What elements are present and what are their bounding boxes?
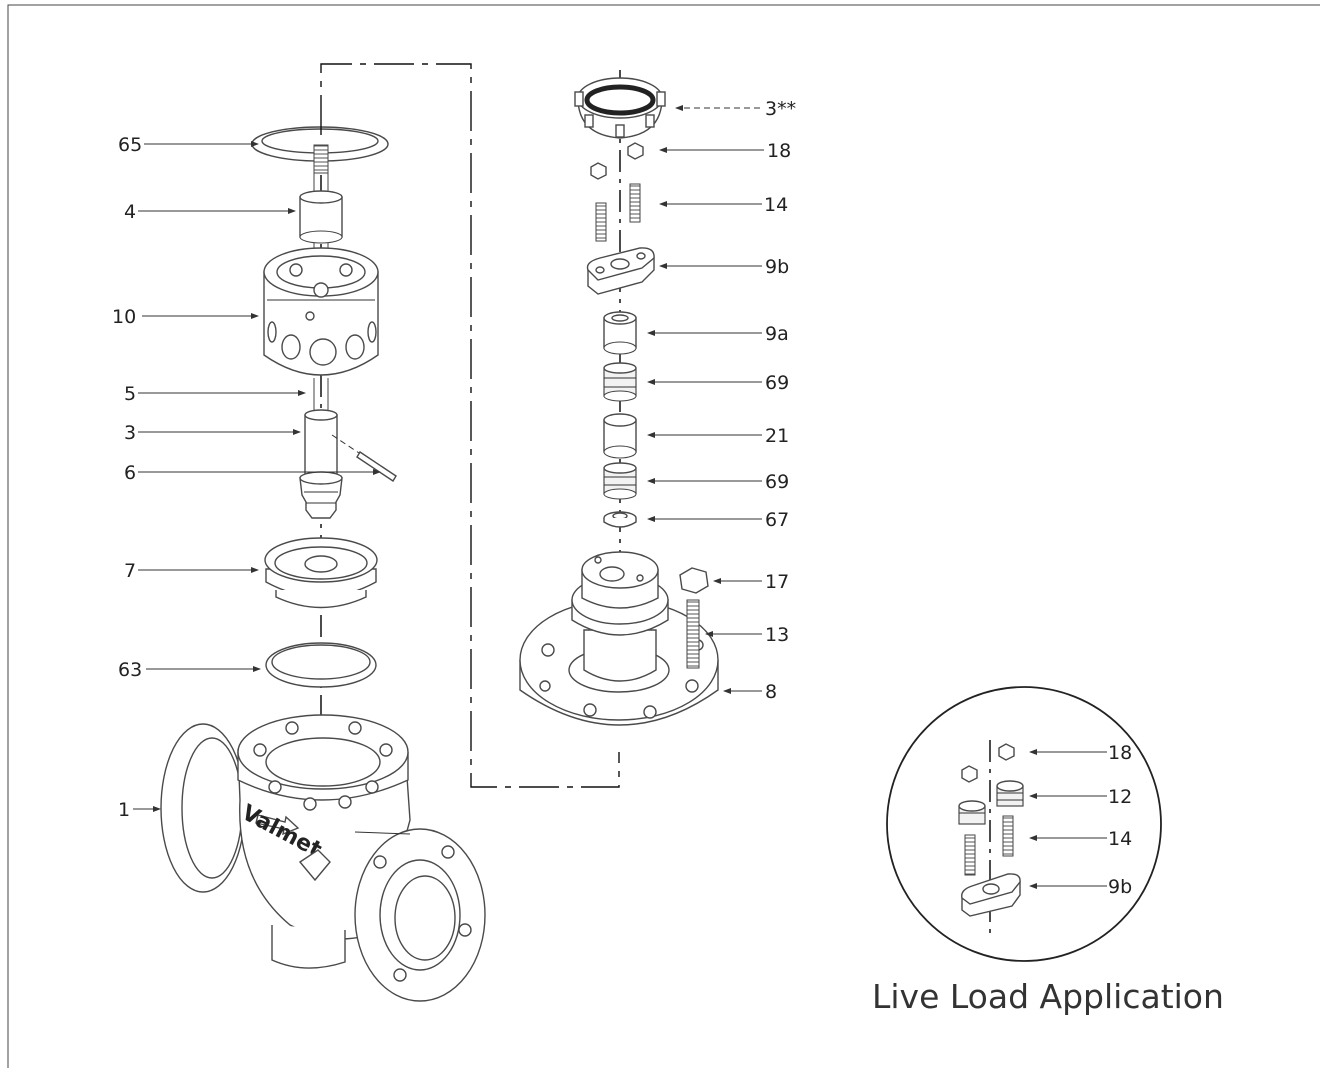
part-14-spring-left [595,202,607,242]
right-assembly [519,70,719,726]
part-9b-gland-flange [586,247,655,295]
part-17-nut [679,567,709,594]
inset-label-9b: 9b [1108,876,1132,898]
inset-part-12-left [958,800,986,825]
part-6-pin [331,434,397,482]
part-21-spacer [603,413,637,459]
label-10: 10 [112,306,136,328]
inset-circle [886,686,1162,962]
left-assembly: Valmet [160,126,486,1002]
label-21: 21 [765,425,789,447]
label-63: 63 [118,659,142,681]
label-9a: 9a [765,323,789,345]
label-18: 18 [767,140,791,162]
inset-nut-right [998,743,1015,761]
part-18-nut-right [627,142,644,160]
label-3-double-star: 3** [765,98,796,120]
label-17: 17 [765,571,789,593]
part-14-spring-right [629,183,641,223]
part-65-ring [251,126,389,162]
right-callouts: 3** 18 14 9b 9a 69 21 69 67 17 13 8 [647,98,796,703]
brand-mark [298,849,331,882]
label-8: 8 [765,681,777,703]
label-6: 6 [124,462,136,484]
label-67: 67 [765,509,789,531]
label-69-upper: 69 [765,372,789,394]
label-13: 13 [765,624,789,646]
part-4-sleeve [299,190,343,244]
inset-nut-left [961,765,978,783]
part-69-packing-lower [603,462,637,500]
stem-thread [313,144,329,174]
inset-caption: Live Load Application [872,977,1224,1016]
live-load-inset: 18 12 14 9b Live Load Application [872,686,1224,1016]
inset-part-12-right [996,780,1024,807]
part-69-packing-upper [603,362,637,402]
left-callouts: 65 4 10 5 3 6 7 63 1 [112,134,381,821]
inset-spring-right [1002,815,1014,857]
part-18-nut-left [590,162,607,180]
inset-part-9b [961,873,1021,917]
part-10-cage [263,247,379,376]
inset-label-18: 18 [1108,742,1132,764]
part-13-stud [686,599,700,669]
part-63-gasket [265,642,377,688]
label-65: 65 [118,134,142,156]
label-1: 1 [118,799,130,821]
label-4: 4 [124,201,136,223]
inset-label-12: 12 [1108,786,1132,808]
label-7: 7 [124,560,136,582]
label-3: 3 [124,422,136,444]
part-67-washer [603,511,637,528]
part-7-seat [264,537,378,609]
label-69-lower: 69 [765,471,789,493]
part-3ss-gland-nut [574,77,666,139]
drawing-border [7,4,1320,1068]
label-5: 5 [124,383,136,405]
label-9b: 9b [765,256,789,278]
inset-label-14: 14 [1108,828,1132,850]
inset-spring-left [964,834,976,876]
part-1-valve-body [160,714,486,1002]
assembly-route-line [320,63,620,788]
label-14: 14 [764,194,788,216]
part-3-plug [299,409,343,519]
part-8-bonnet [519,551,719,726]
part-9a-follower [603,311,637,355]
